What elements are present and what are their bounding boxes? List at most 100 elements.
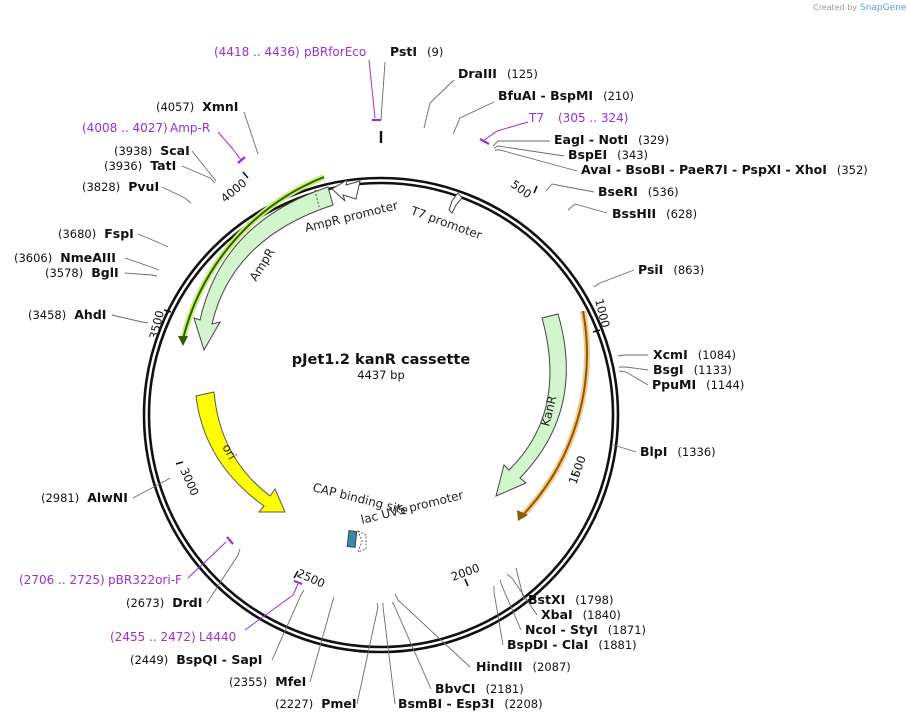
leader-line — [124, 257, 160, 271]
enzyme-avai-bsobi-paer7i-pspxi-xhoi[interactable]: AvaI - BsoBI - PaeR7I - PspXI - XhoI(352… — [495, 149, 868, 177]
enzyme-label: XcmI(1084) — [653, 347, 736, 362]
enzyme-label: (2981)AlwNI — [41, 490, 128, 505]
enzyme-psti[interactable]: PstI(9) — [380, 44, 443, 121]
ampr-gene-arrow[interactable] — [193, 186, 334, 352]
enzyme-name: BsmBI - Esp3I — [398, 696, 494, 711]
primer-t7[interactable]: T7 (305 .. 324) — [479, 111, 628, 145]
enzyme-bsshii[interactable]: BssHII(628) — [567, 203, 697, 221]
enzyme-sites: PstI(9) DraIII(125) BfuAI - BspMI(210) EagI… — [14, 44, 868, 711]
enzyme-ncoi-styi[interactable]: NcoI - StyI(1871) — [499, 579, 646, 637]
enzyme-position: (343) — [617, 148, 648, 162]
leader-line — [181, 165, 216, 184]
enzyme-position: (2087) — [533, 660, 571, 674]
enzyme-pmei[interactable]: (2227)PmeI — [275, 602, 379, 711]
enzyme-position: (2981) — [41, 491, 79, 505]
enzyme-bsgi[interactable]: BsgI(1133) — [619, 362, 732, 377]
enzyme-bsmbi-esp3i[interactable]: BsmBI - Esp3I (2208) — [382, 603, 543, 711]
enzyme-position: (628) — [666, 207, 697, 221]
primer-pbrforeco[interactable]: (4418 .. 4436) pBRforEco — [214, 45, 381, 122]
enzyme-label: XbaI(1840) — [541, 607, 621, 622]
enzyme-label: (3938)ScaI — [114, 143, 190, 158]
enzyme-position: (3458) — [28, 308, 66, 322]
primer-l4440[interactable]: (2455 .. 2472) L4440 — [110, 579, 303, 644]
enzyme-scai[interactable]: (3938)ScaI — [114, 143, 217, 182]
enzyme-bspdi-clai[interactable]: BspDI - ClaI(1881) — [493, 586, 637, 652]
enzyme-label: AvaI - BsoBI - PaeR7I - PspXI - XhoI(352… — [581, 162, 868, 177]
enzyme-label: (3578)BglI — [45, 265, 119, 280]
enzyme-name: BlpI — [640, 444, 667, 459]
tick-1500: 1500 — [566, 454, 589, 486]
enzyme-position: (1133) — [694, 363, 732, 377]
enzyme-label: PstI(9) — [390, 44, 443, 59]
enzyme-alwni[interactable]: (2981)AlwNI — [41, 477, 171, 505]
enzyme-position: (3606) — [14, 251, 52, 265]
tick-500: 500 — [508, 177, 538, 201]
enzyme-ahdi[interactable]: (3458) AhdI — [28, 307, 149, 324]
enzyme-xbai[interactable]: XbaI(1840) — [506, 573, 621, 622]
enzyme-name: ScaI — [160, 143, 190, 158]
enzyme-bspei[interactable]: BspEI(343) — [493, 145, 648, 162]
leader-line — [545, 183, 595, 193]
enzyme-xmni[interactable]: (4057) XmnI — [156, 99, 259, 155]
primer-label: T7 — [528, 111, 544, 125]
cap-binding-site[interactable] — [346, 530, 358, 548]
ori-arrow[interactable] — [195, 391, 286, 513]
primer-pbr322ori-f[interactable]: (2706 .. 2725) pBR322ori-F — [19, 536, 234, 587]
enzyme-label: BlpI(1336) — [640, 444, 716, 459]
tick-2000: 2000 — [449, 561, 482, 587]
enzyme-position: (2227) — [275, 697, 313, 711]
leader-line — [515, 567, 525, 601]
enzyme-pvui[interactable]: (3828)PvuI — [82, 179, 192, 204]
enzyme-name: AhdI — [74, 307, 106, 322]
t7-promoter-arrow[interactable] — [448, 192, 463, 214]
enzyme-xcmi[interactable]: XcmI(1084) — [617, 347, 736, 362]
enzyme-drdi[interactable]: (2673)DrdI — [126, 548, 241, 610]
primer-amp-r[interactable]: (4008 .. 4027) Amp-R — [82, 121, 246, 164]
amp-orf-arrowhead — [178, 336, 188, 346]
kan-orf-line[interactable] — [521, 310, 588, 517]
enzyme-hindiii[interactable]: HindIII(2087) — [394, 593, 571, 674]
enzyme-label: BstXI(1798) — [528, 592, 613, 607]
lac-uv5-promoter[interactable] — [357, 530, 367, 553]
t7-promoter-label: T7 promoter — [408, 203, 484, 242]
enzyme-bstxi[interactable]: BstXI(1798) — [515, 567, 613, 607]
enzyme-name: BseRI — [598, 184, 638, 199]
enzyme-psii[interactable]: PsiI(863) — [593, 262, 704, 288]
enzyme-position: (352) — [837, 163, 868, 177]
enzyme-label: BfuAI - BspMI(210) — [498, 88, 634, 103]
enzyme-label: HindIII(2087) — [476, 659, 571, 674]
enzyme-eagi-noti[interactable]: EagI - NotI(329) — [492, 132, 669, 147]
enzyme-bbvci[interactable]: BbvCI(2181) — [391, 601, 524, 696]
leader-line — [492, 140, 550, 147]
backbone-inner — [147, 181, 615, 649]
leader-line — [391, 601, 432, 690]
enzyme-label: BbvCI(2181) — [435, 681, 524, 696]
enzyme-position: (4057) — [156, 100, 194, 114]
primer-range: (4418 .. 4436) — [214, 45, 300, 59]
enzyme-label: BsgI(1133) — [653, 362, 732, 377]
enzyme-fspi[interactable]: (3680)FspI — [58, 226, 169, 248]
kanr-gene-arrow[interactable] — [495, 313, 567, 497]
enzyme-draiii[interactable]: DraIII(125) — [423, 66, 538, 129]
enzyme-nmeaiii[interactable]: (3606)NmeAIII — [14, 250, 160, 271]
enzyme-bfuai-bspmi[interactable]: BfuAI - BspMI(210) — [452, 88, 634, 135]
enzyme-position: (3578) — [45, 266, 83, 280]
enzyme-label: (3936)TatI — [104, 158, 176, 173]
enzyme-mfei[interactable]: (2355)MfeI — [229, 596, 335, 689]
leader-line — [394, 593, 471, 668]
enzyme-name: XmnI — [202, 99, 238, 114]
enzyme-bspqi-sapi[interactable]: (2449)BspQI - SapI — [130, 589, 305, 667]
enzyme-label: (2673)DrdI — [126, 595, 202, 610]
enzyme-bseri[interactable]: BseRI(536) — [545, 183, 679, 199]
enzyme-ppumi[interactable]: PpuMI(1144) — [618, 370, 744, 392]
enzyme-tati[interactable]: (3936)TatI — [104, 158, 216, 184]
enzyme-bgli[interactable]: (3578)BglI — [45, 265, 158, 280]
amp-orf-line[interactable] — [182, 176, 325, 340]
svg-text:1500: 1500 — [566, 454, 589, 486]
enzyme-blpi[interactable]: BlpI(1336) — [612, 444, 716, 459]
enzyme-name: XbaI — [541, 607, 573, 622]
ampr-promoter-arrow[interactable] — [331, 178, 361, 202]
enzyme-label: DraIII(125) — [458, 66, 538, 81]
enzyme-position: (2208) — [504, 697, 542, 711]
